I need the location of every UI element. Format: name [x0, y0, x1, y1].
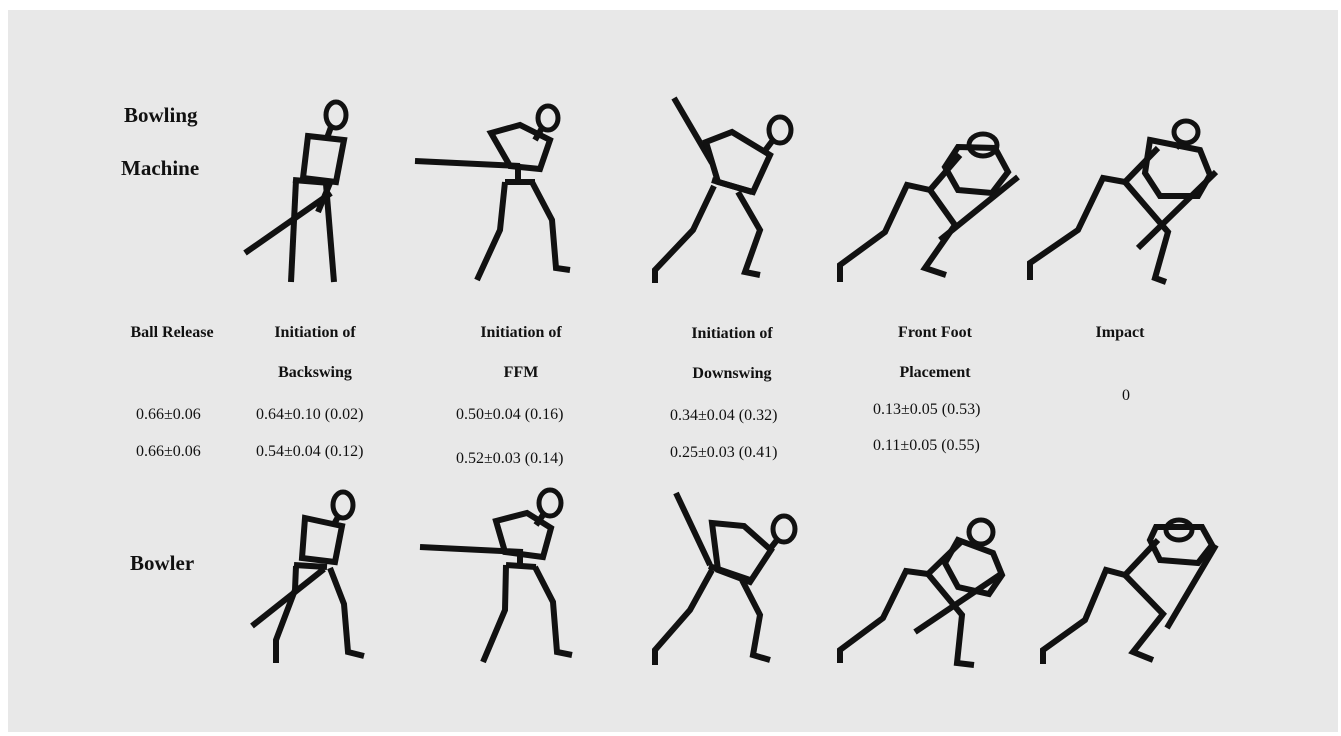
machine-figure-backswing	[415, 106, 570, 280]
machine-figure-impact	[1030, 121, 1216, 282]
bowler-figure-backswing	[420, 490, 572, 662]
machine-figure-ball-release	[245, 102, 346, 282]
bowler-figure-impact	[1043, 520, 1216, 664]
bowler-figure-ball-release	[252, 492, 364, 663]
bowler-figure-ffm	[655, 493, 795, 665]
machine-figure-ffm	[655, 98, 791, 283]
bowler-figure-front-foot	[840, 520, 1002, 665]
machine-figure-front-foot	[840, 134, 1018, 282]
